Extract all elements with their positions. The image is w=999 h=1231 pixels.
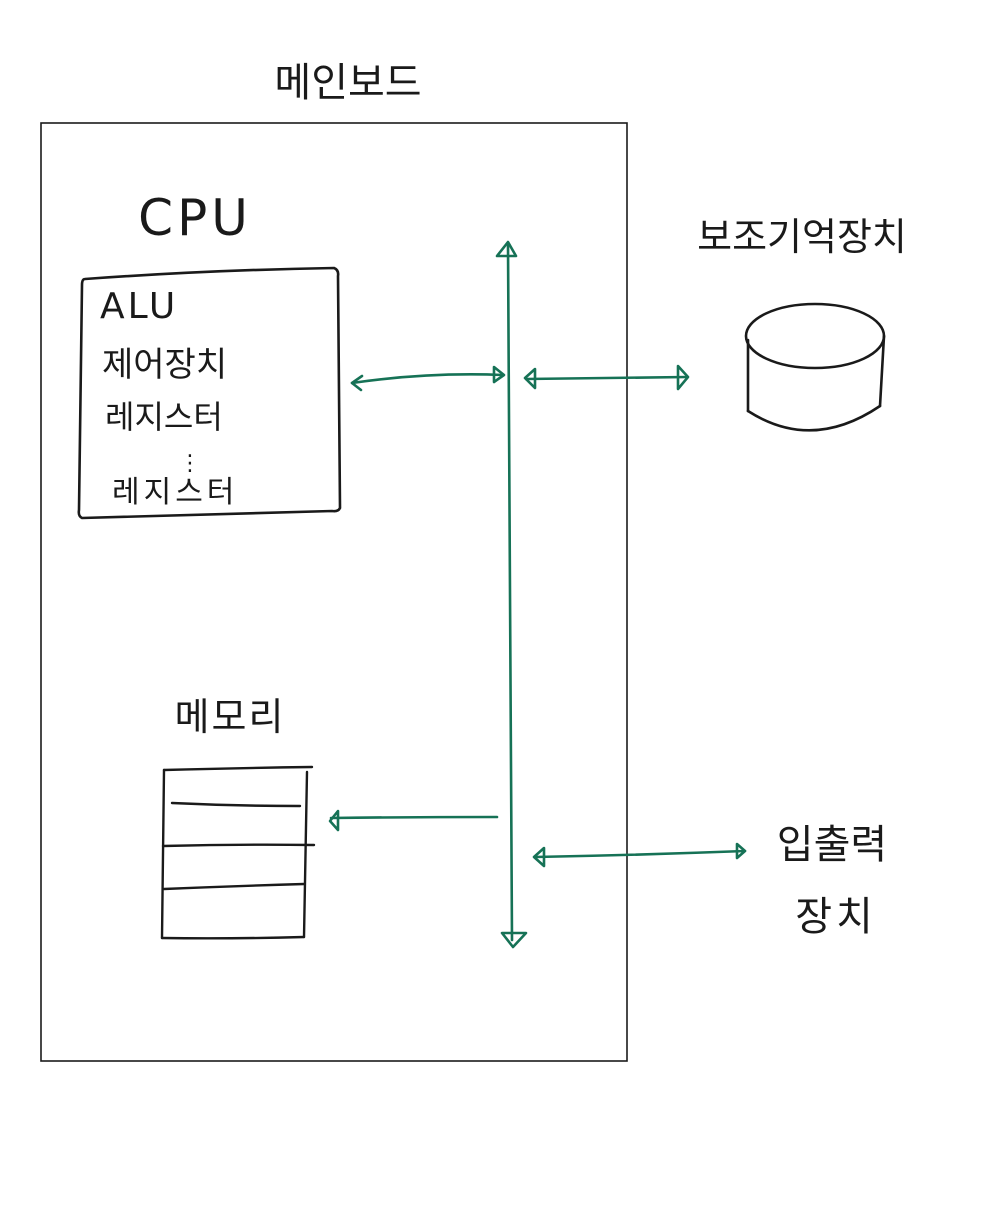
cpu-item-ellipsis: ⋮ [179,451,201,476]
memory-block [160,765,316,940]
storage-title: 보조기억장치 [697,215,907,259]
bus-storage-connector [524,375,689,381]
bus-memory-connector [329,815,499,820]
cpu-item-register: 레지스터 [105,398,223,436]
cpu-box [77,266,342,520]
bus-cpu-connector [350,373,505,385]
mainboard-box [40,122,628,1062]
memory-slot-line [170,801,302,808]
mainboard-title: 메인보드 [274,60,421,106]
cpu-item-control-unit: 제어장치 [102,345,227,385]
cpu-title: CPU [138,189,252,247]
storage-cylinder-icon [744,302,886,432]
io-title-line2: 장치 [795,894,877,940]
cpu-item-register-last: 레지스터 [112,475,238,510]
io-title-line1: 입출력 [777,822,887,868]
bus-io-connector [533,849,747,859]
bus-arrowhead-down [500,931,528,949]
memory-title: 메모리 [175,695,286,739]
bus-arrowhead-up [495,240,518,258]
memory-slot-line [161,843,316,848]
memory-slot-line [162,882,306,891]
cpu-item-alu: ALU [100,286,178,327]
bus-main-line [506,243,514,942]
system-bus [328,240,747,949]
